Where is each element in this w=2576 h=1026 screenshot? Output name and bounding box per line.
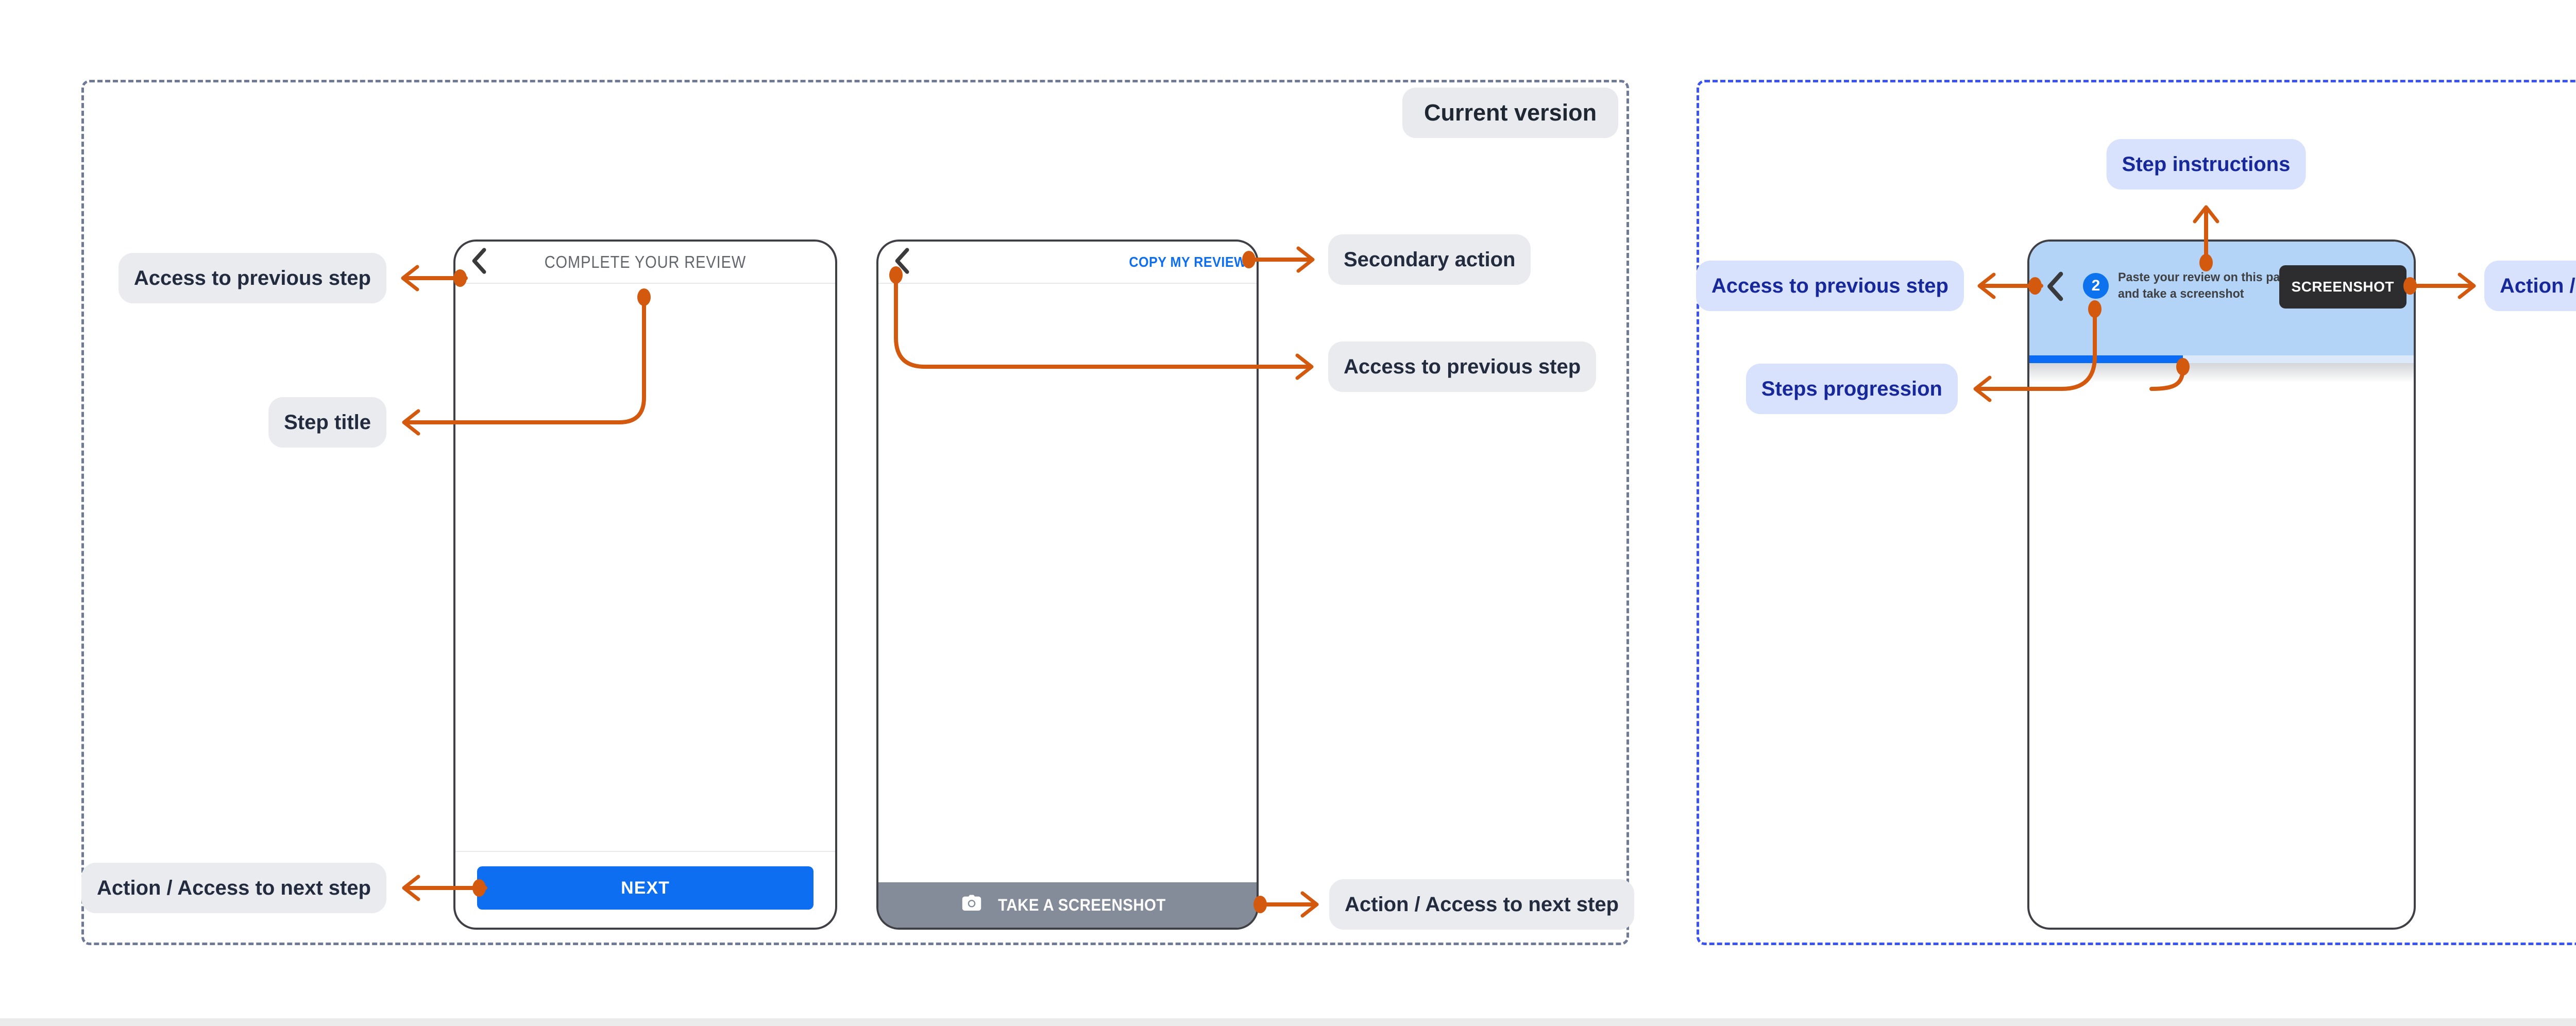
instruction-line-2: and take a screenshot: [2118, 287, 2244, 301]
phone-mockup-review-step: COMPLETE YOUR REVIEW NEXT: [453, 240, 837, 930]
bottom-edge-strip: [0, 1018, 2576, 1026]
camera-icon: [962, 895, 981, 915]
next-button[interactable]: NEXT: [477, 866, 814, 910]
annotation-secondary-action: Secondary action: [1328, 234, 1531, 285]
annotation-label: Action / Access to next step: [97, 876, 371, 899]
current-version-label: Current version: [1424, 99, 1597, 126]
phone2-header: COPY MY REVIEW: [878, 242, 1257, 284]
annotation-action-next-1: Action / Access to next step: [81, 863, 386, 913]
annotation-label: Steps progression: [1761, 377, 1942, 400]
header-shadow: [2029, 363, 2414, 383]
phone1-header: COMPLETE YOUR REVIEW: [455, 242, 835, 284]
annotation-label: Access to previous step: [133, 266, 371, 289]
annotation-steps-progression: Steps progression: [1745, 364, 1958, 414]
screenshot-button-label: SCREENSHOT: [2291, 279, 2394, 295]
phone-mockup-screenshot-step: COPY MY REVIEW TAKE A SCREENSHOT: [876, 240, 1259, 930]
current-version-badge: Current version: [1402, 88, 1619, 138]
new-version-region: [1697, 80, 2576, 945]
annotation-access-previous-2: Access to previous step: [1328, 341, 1597, 392]
steps-progress-fill: [2029, 355, 2183, 363]
screenshot-button[interactable]: SCREENSHOT: [2279, 265, 2406, 309]
back-chevron-icon[interactable]: [894, 248, 909, 277]
current-version-region: [81, 80, 1629, 945]
annotation-label: Step instructions: [2122, 152, 2291, 176]
step-title-text: COMPLETE YOUR REVIEW: [544, 252, 747, 271]
instruction-line-1: Paste your review on this page: [2118, 270, 2294, 284]
annotation-step-instructions: Step instructions: [2106, 139, 2306, 190]
annotation-label: Action / Access to next step: [1345, 893, 1619, 916]
annotation-label: Access to previous step: [1344, 355, 1581, 378]
copy-my-review-link[interactable]: COPY MY REVIEW: [1128, 254, 1246, 270]
take-a-screenshot-label: TAKE A SCREENSHOT: [998, 895, 1166, 914]
take-a-screenshot-button[interactable]: TAKE A SCREENSHOT: [878, 882, 1257, 928]
phone3-instruction-header: 2 Paste your review on this page and tak…: [2029, 242, 2414, 355]
phone1-footer: NEXT: [455, 851, 835, 928]
annotation-label: Access to previous step: [1711, 274, 1948, 297]
back-chevron-icon[interactable]: [2046, 271, 2063, 304]
annotation-step-title: Step title: [268, 397, 386, 448]
step-instructions-text: Paste your review on this page and take …: [2118, 269, 2294, 302]
annotation-label: Action / Access to next step: [2500, 274, 2576, 297]
back-chevron-icon[interactable]: [471, 248, 486, 277]
steps-progress-bar: [2029, 355, 2414, 363]
annotation-access-previous-new: Access to previous step: [1696, 261, 1964, 311]
annotation-label: Step title: [284, 411, 371, 434]
annotation-access-previous-1: Access to previous step: [118, 253, 386, 303]
phone-mockup-new-version: 2 Paste your review on this page and tak…: [2027, 240, 2416, 930]
step-number-badge: 2: [2083, 273, 2109, 299]
annotation-action-next-2: Action / Access to next step: [1329, 879, 1634, 930]
annotation-action-next-new: Action / Access to next step: [2484, 261, 2576, 311]
annotation-label: Secondary action: [1344, 248, 1516, 271]
next-button-label: NEXT: [621, 878, 670, 898]
